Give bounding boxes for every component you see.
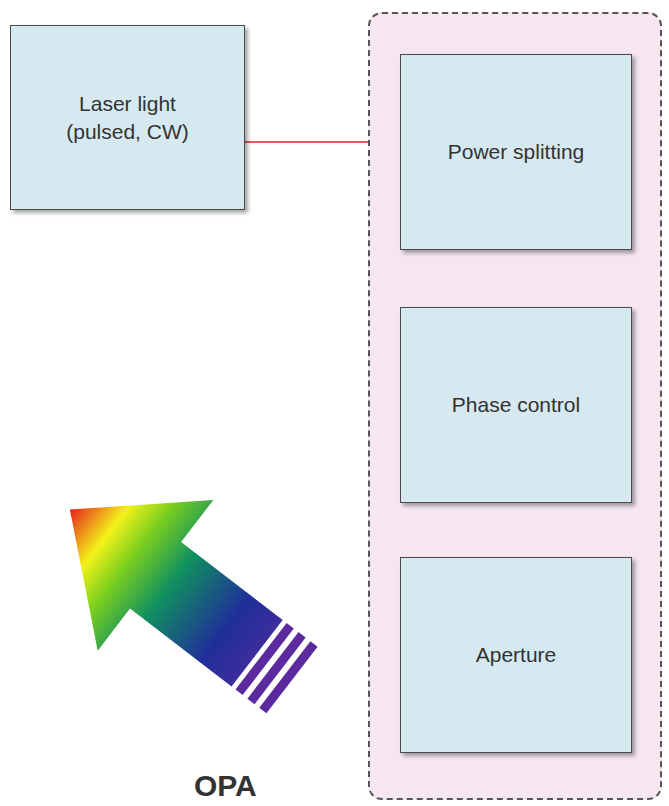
process-box: Aperture	[400, 557, 632, 753]
rainbow-arrow	[12, 434, 350, 755]
group-label: OPA	[194, 766, 257, 805]
process-box: Power splitting	[400, 54, 632, 250]
arrow-stripe	[259, 641, 317, 713]
box-label: Power splitting	[448, 138, 585, 165]
source-box: Laser light (pulsed, CW)	[10, 25, 245, 210]
arrow-body	[12, 434, 315, 728]
process-box: Phase control	[400, 307, 632, 503]
box-label: Phase control	[452, 391, 580, 418]
box-label: Laser light (pulsed, CW)	[48, 90, 208, 145]
group-region: OPAPower splittingPhase controlAperture	[368, 12, 662, 800]
box-label: Aperture	[476, 641, 557, 668]
